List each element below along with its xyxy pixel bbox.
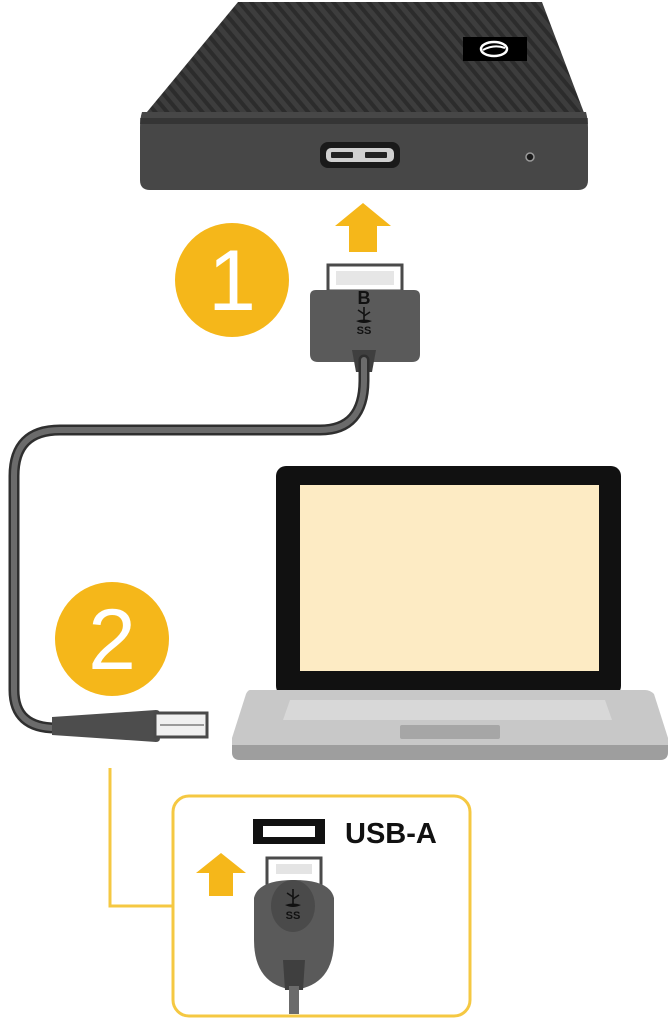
usb-a-label: USB-A	[345, 818, 437, 850]
laptop	[232, 466, 668, 760]
step-2-number: 2	[88, 592, 136, 688]
svg-text:SS: SS	[286, 910, 301, 922]
arrow-up-icon	[196, 853, 246, 896]
laptop-screen	[300, 485, 599, 671]
svg-text:SS: SS	[357, 325, 372, 337]
usb-b-connector: B SS	[310, 263, 420, 372]
laptop-keyboard	[283, 700, 612, 720]
usb-a-plug: SS	[254, 856, 334, 1014]
usb-b-port	[320, 142, 400, 168]
usb-b-plug-body	[310, 290, 420, 362]
arrow-up-icon	[335, 203, 391, 252]
laptop-trackpad	[400, 725, 500, 739]
usb-a-connector	[52, 710, 209, 742]
usb-symbol-icon: SS	[285, 889, 301, 922]
status-led	[525, 152, 535, 162]
seagate-logo-icon	[463, 37, 527, 61]
external-drive	[140, 2, 588, 190]
usb-symbol-icon: SS	[356, 307, 372, 337]
drive-top-surface	[142, 2, 586, 118]
usb-a-cable-stub	[289, 986, 299, 1014]
step-2-badge: 2	[55, 582, 169, 696]
step-1-number: 1	[208, 233, 256, 329]
callout-line	[108, 768, 173, 908]
connector-b-label: B	[358, 288, 371, 308]
step-1-badge: 1	[175, 223, 289, 337]
usb-a-callout: USB-A SS	[171, 794, 472, 1018]
usb-a-port	[253, 819, 325, 844]
